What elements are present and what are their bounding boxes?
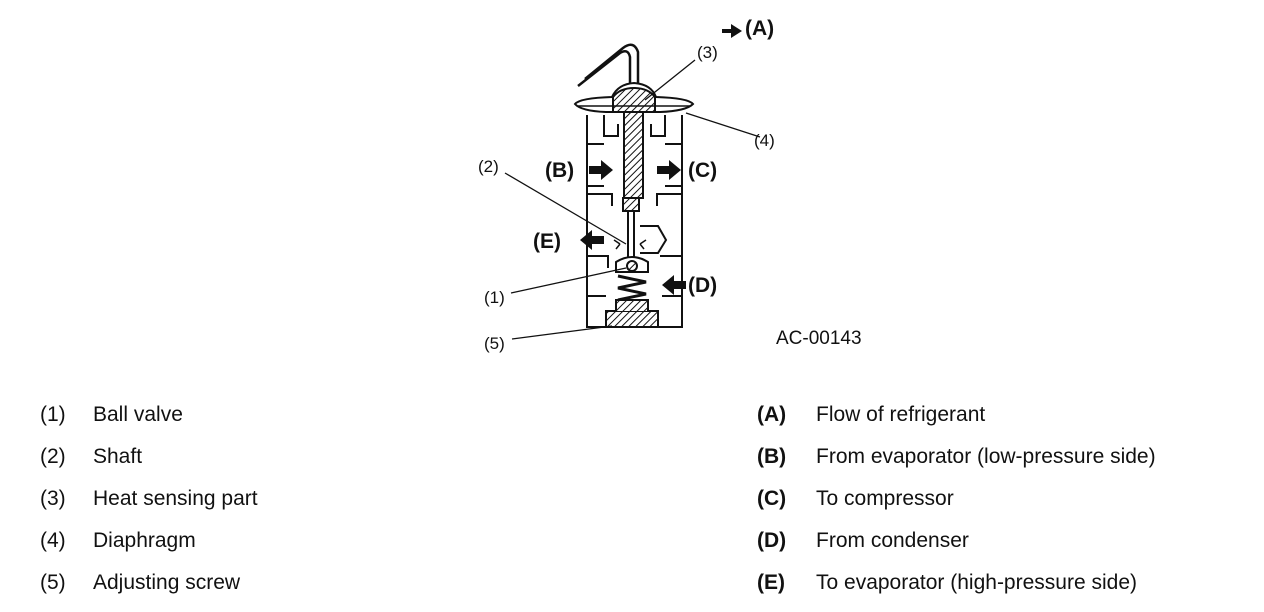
legend-key: (A) — [757, 403, 787, 426]
legend-key: (2) — [40, 445, 66, 468]
flow-label-c: (C) — [688, 159, 717, 182]
legend-parts: (1) Ball valve (2) Shaft (3) Heat sensing p… — [40, 394, 258, 604]
legend-key: (4) — [40, 529, 66, 552]
capillary-tube — [577, 43, 640, 93]
arrow-right-icon — [589, 160, 613, 180]
legend-item: (E) To evaporator (high-pressure side) — [757, 562, 1156, 604]
arrow-left-icon — [580, 230, 604, 250]
legend-key: (1) — [40, 403, 66, 426]
legend-item: (C) To compressor — [757, 478, 1156, 520]
legend-item: (4) Diaphragm — [40, 520, 258, 562]
legend-text: Diaphragm — [93, 529, 196, 552]
arrow-right-icon — [722, 24, 742, 38]
legend-key: (5) — [40, 571, 66, 594]
figure-id: AC-00143 — [776, 328, 862, 349]
legend-text: Ball valve — [93, 403, 183, 426]
flow-label-d: (D) — [688, 274, 717, 297]
legend-key: (D) — [757, 529, 787, 552]
legend-item: (B) From evaporator (low-pressure side) — [757, 436, 1156, 478]
legend-item: (1) Ball valve — [40, 394, 258, 436]
flow-label-b: (B) — [545, 159, 574, 182]
legend-text: Adjusting screw — [93, 571, 241, 594]
legend-item: (A) Flow of refrigerant — [757, 394, 1156, 436]
flow-label-a: (A) — [745, 17, 774, 40]
callout-5: (5) — [484, 334, 505, 353]
callout-3: (3) — [697, 43, 718, 62]
legend-flows: (A) Flow of refrigerant (B) From evaporato… — [757, 394, 1156, 604]
diaphragm-head — [573, 81, 695, 113]
legend-item: (3) Heat sensing part — [40, 478, 258, 520]
legend-text: Heat sensing part — [93, 487, 258, 510]
arrow-left-icon — [662, 275, 686, 295]
arrow-right-icon — [657, 160, 681, 180]
legend-text: Shaft — [93, 445, 143, 468]
legend-key: (C) — [757, 487, 787, 510]
legend-text: From condenser — [816, 529, 969, 552]
flow-label-e: (E) — [533, 230, 561, 253]
callout-4: (4) — [754, 131, 775, 150]
valve-body — [586, 115, 683, 328]
legend-key: (3) — [40, 487, 66, 510]
legend-text: Flow of refrigerant — [816, 403, 986, 426]
legend-text: From evaporator (low-pressure side) — [816, 445, 1156, 468]
legend-key: (E) — [757, 571, 785, 594]
callout-2: (2) — [478, 157, 499, 176]
legend-text: To compressor — [816, 487, 954, 510]
legend-item: (2) Shaft — [40, 436, 258, 478]
callout-1: (1) — [484, 288, 505, 307]
legend-item: (D) From condenser — [757, 520, 1156, 562]
flow-arrow-small-right — [639, 239, 647, 250]
leader-lines — [504, 59, 761, 340]
outlet-port — [640, 225, 668, 254]
legend-key: (B) — [757, 445, 787, 468]
adjusting-screw — [605, 299, 659, 328]
shaft-lower — [627, 211, 635, 262]
legend-text: To evaporator (high-pressure side) — [816, 571, 1137, 594]
legend-item: (5) Adjusting screw — [40, 562, 258, 604]
shaft-upper — [623, 111, 644, 199]
shaft-collar — [622, 197, 640, 212]
flow-arrow-small-left — [613, 239, 621, 250]
